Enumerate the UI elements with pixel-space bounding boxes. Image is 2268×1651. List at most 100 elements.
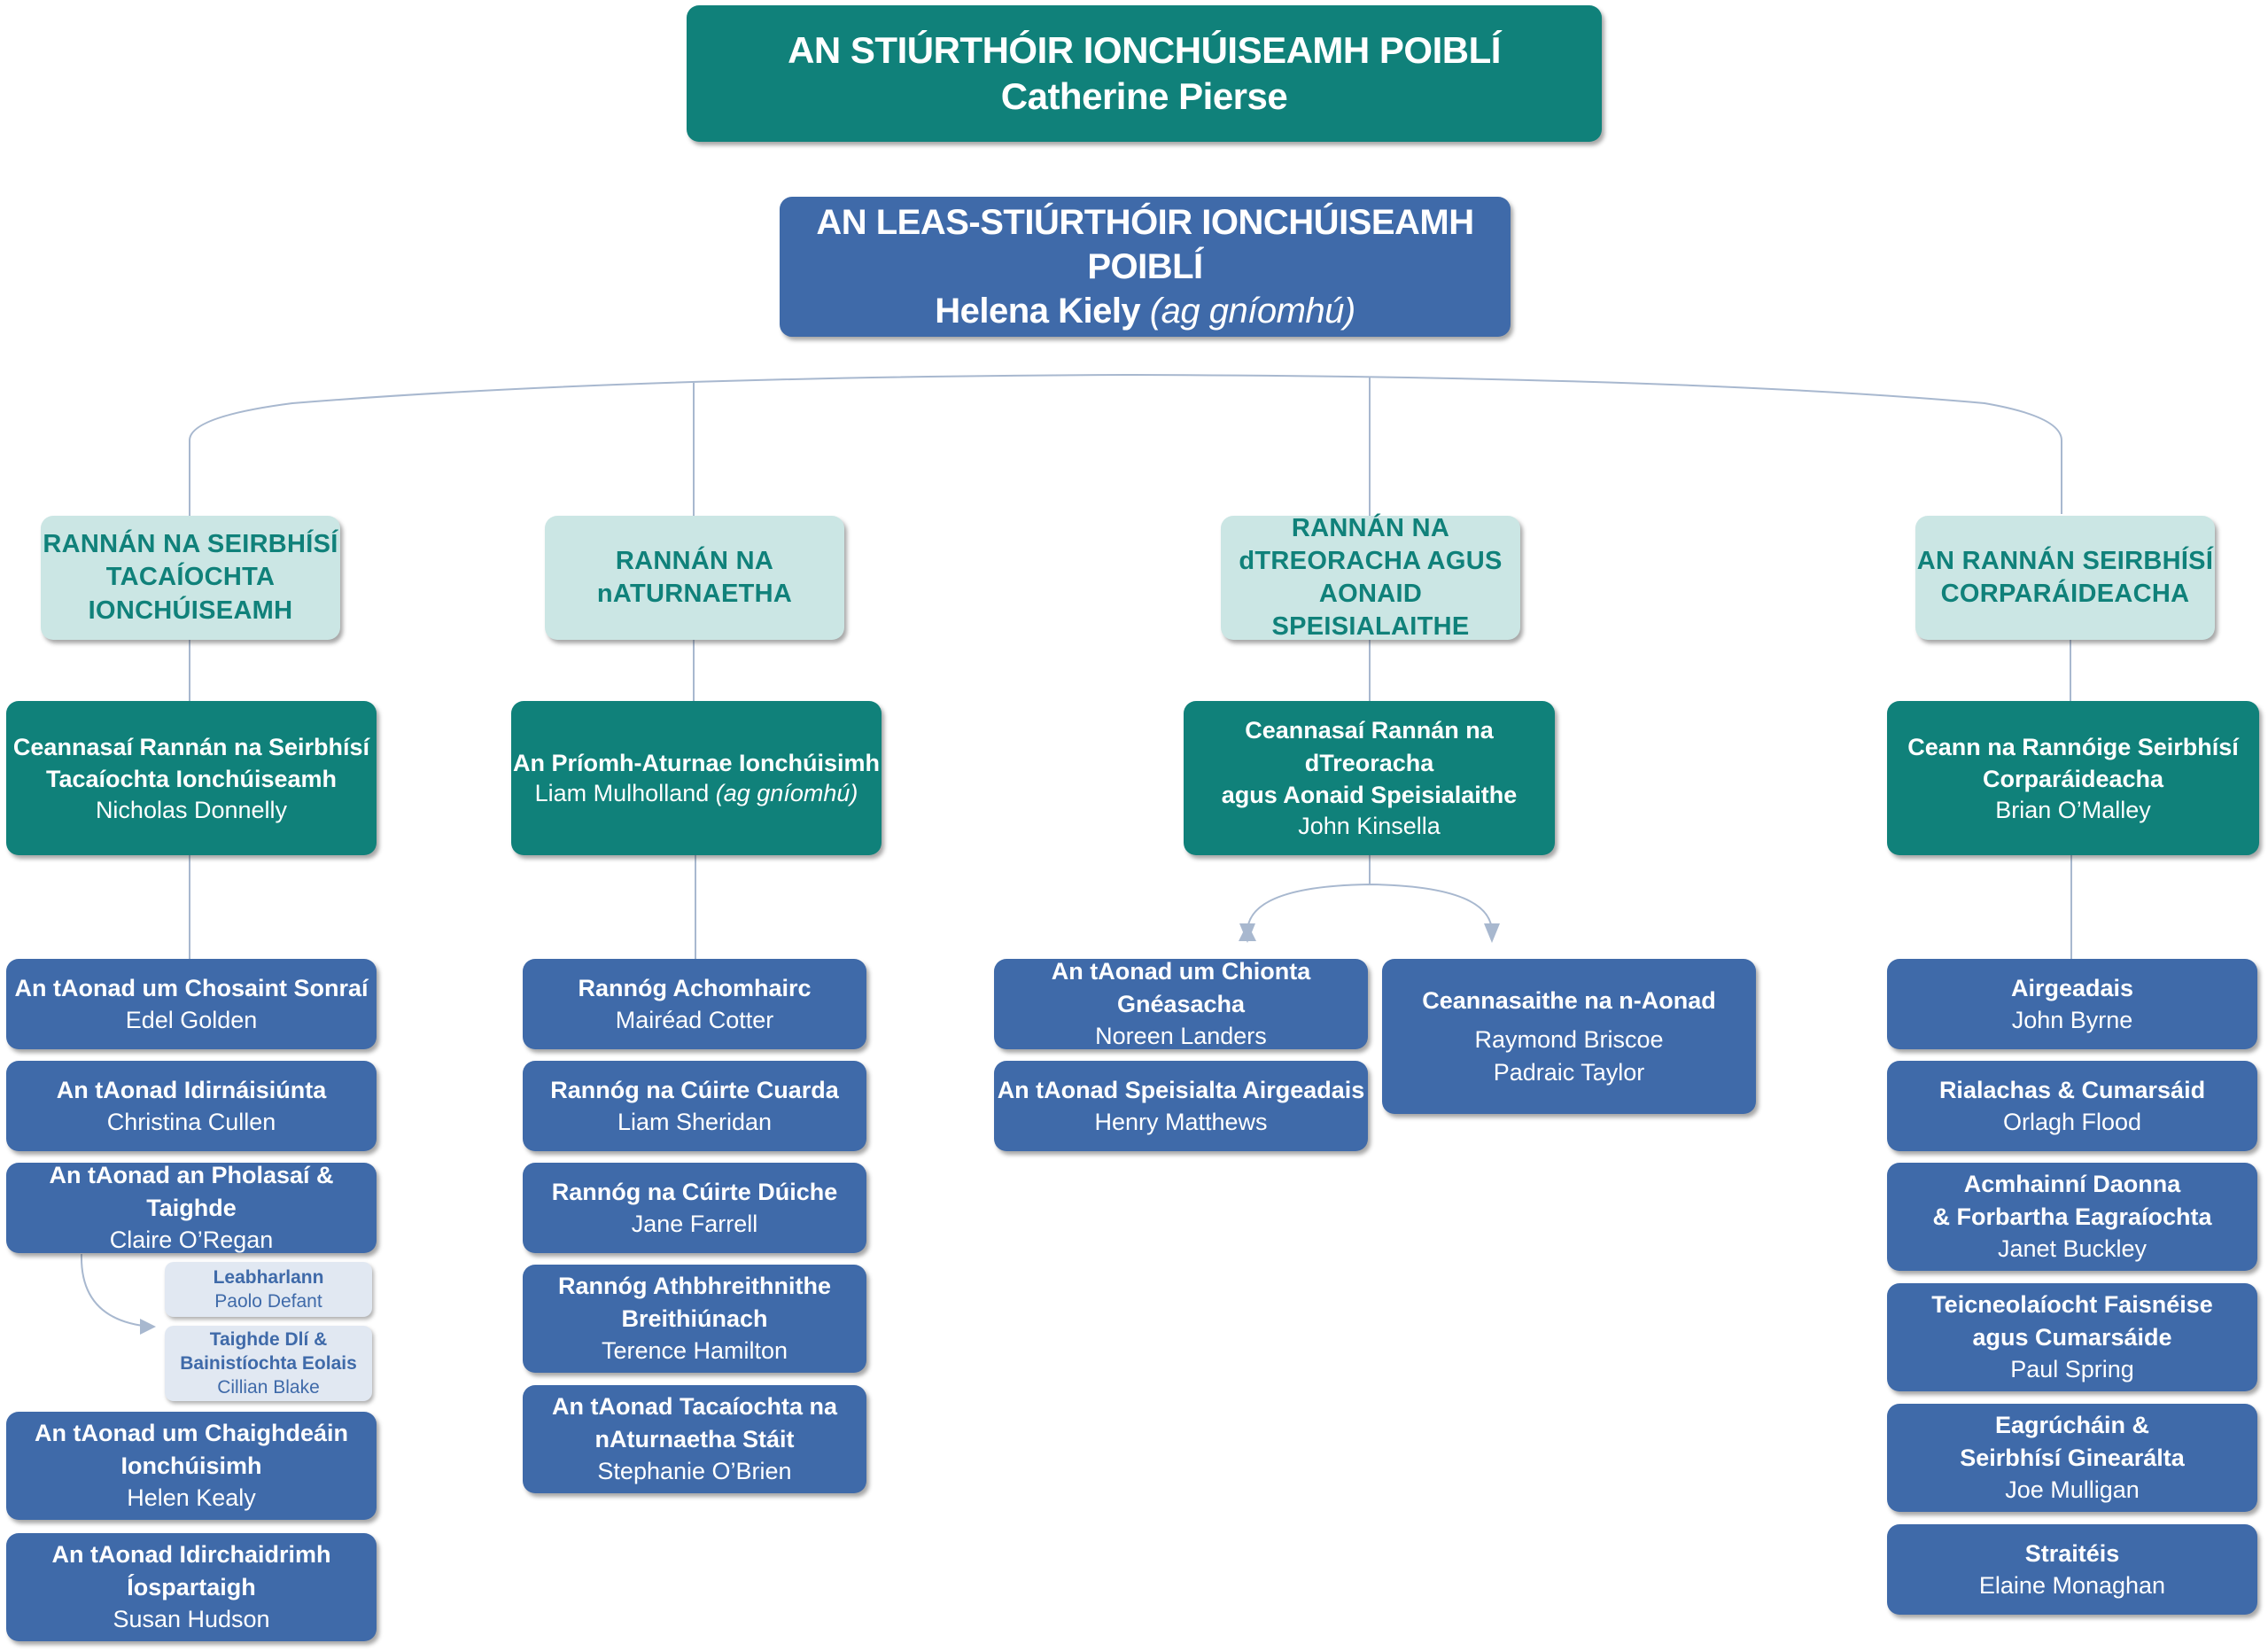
unit-box[interactable]: Rannóg na Cúirte Cuarda Liam Sheridan xyxy=(523,1061,866,1151)
head-name: John Kinsella xyxy=(1298,812,1441,839)
unit-box[interactable]: Airgeadais John Byrne xyxy=(1887,959,2257,1049)
unit-title: Straitéis xyxy=(2024,1539,2120,1567)
division-header-line: RANNÁN NA xyxy=(615,546,774,575)
division-header-line: IONCHÚISEAMH xyxy=(88,596,293,625)
subunit-box[interactable]: Taighde Dlí & Bainistíochta Eolais Cilli… xyxy=(165,1326,372,1401)
unit-title: Rannóg na Cúirte Dúiche xyxy=(551,1178,838,1205)
unit-name: Noreen Landers xyxy=(1095,1023,1267,1050)
head-title-line: Tacaíochta Ionchúiseamh xyxy=(45,766,338,793)
unit-name: Edel Golden xyxy=(125,1007,258,1033)
unit-name: Mairéad Cotter xyxy=(615,1007,774,1033)
unit-box[interactable]: Rialachas & Cumarsáid Orlagh Flood xyxy=(1887,1061,2257,1151)
unit-title: agus Cumarsáide xyxy=(1972,1323,2172,1351)
head-note: (ag gníomhú) xyxy=(715,780,858,807)
unit-box[interactable]: Acmhainní Daonna & Forbartha Eagraíochta… xyxy=(1887,1163,2257,1271)
director-name: Catherine Pierse xyxy=(1000,75,1288,117)
unit-title: An tAonad um Chionta Gnéasacha xyxy=(1051,958,1311,1017)
division-header-line: AONAID SPEISIALAITHE xyxy=(1271,580,1470,642)
head-name-line: Liam Mulholland (ag gníomhú) xyxy=(535,779,858,809)
subunit-title: Taighde Dlí & xyxy=(209,1328,328,1350)
unit-box[interactable]: Rannóg Achomhairc Mairéad Cotter xyxy=(523,959,866,1049)
division-header-line: AN RANNÁN SEIRBHÍSÍ xyxy=(1916,546,2214,575)
deputy-director-box[interactable]: AN LEAS-STIÚRTHÓIR IONCHÚISEAMH POIBLÍ H… xyxy=(780,197,1511,337)
unit-name: Liam Sheridan xyxy=(617,1109,773,1135)
head-name: Liam Mulholland xyxy=(534,780,710,807)
unit-name: Janet Buckley xyxy=(1997,1235,2148,1263)
unit-name: Jane Farrell xyxy=(631,1211,758,1237)
unit-title: Rialachas & Cumarsáid xyxy=(1938,1076,2206,1103)
arrow-left-icon xyxy=(1239,923,1255,943)
unit-box[interactable]: An tAonad an Pholasaí & Taighde Claire O… xyxy=(6,1162,377,1253)
division-header-directions[interactable]: RANNÁN NA dTREORACHA AGUS AONAID SPEISIA… xyxy=(1221,514,1520,642)
unit-title: An tAonad Tacaíochta na xyxy=(551,1393,838,1421)
head-name: Nicholas Donnelly xyxy=(95,796,288,823)
unit-name: Christina Cullen xyxy=(106,1109,276,1135)
connector-col3-split-arc xyxy=(1238,883,1493,942)
unit-title: Íospartaigh xyxy=(127,1573,256,1600)
unit-box[interactable]: An tAonad Tacaíochta na nAturnaetha Stái… xyxy=(523,1385,866,1493)
unit-title: An tAonad Idirnáisiúnta xyxy=(56,1076,327,1103)
unit-title: Rannóg Athbhreithnithe xyxy=(558,1273,831,1300)
unit-name: Henry Matthews xyxy=(1094,1109,1268,1135)
unit-title: Rannóg na Cúirte Cuarda xyxy=(550,1076,839,1103)
unit-title: Acmhainní Daonna xyxy=(1963,1171,2181,1198)
unit-box[interactable]: An tAonad um Chaighdeáin Ionchúisimh Hel… xyxy=(6,1412,377,1520)
unit-title: nAturnaetha Stáit xyxy=(594,1425,795,1452)
subunit-title: Bainistíochta Eolais xyxy=(180,1352,357,1374)
unit-box[interactable]: An tAonad um Chionta Gnéasacha Noreen La… xyxy=(994,958,1368,1050)
unit-title: An tAonad Speisialta Airgeadais xyxy=(997,1076,1365,1103)
subunit-box[interactable]: Leabharlann Paolo Defant xyxy=(165,1262,372,1317)
unit-box[interactable]: An tAonad Idirchaidrimh Íospartaigh Susa… xyxy=(6,1533,377,1641)
unit-box[interactable]: Teicneolaíocht Faisnéise agus Cumarsáide… xyxy=(1887,1283,2257,1391)
unit-name: Stephanie O’Brien xyxy=(597,1458,792,1485)
division-header-prosecution-support[interactable]: RANNÁN NA SEIRBHÍSÍ TACAÍOCHTA IONCHÚISE… xyxy=(41,516,340,640)
division-head-box[interactable]: Ceannasaí Rannán na dTreoracha agus Aona… xyxy=(1184,701,1555,855)
unit-box[interactable]: Rannóg na Cúirte Dúiche Jane Farrell xyxy=(523,1163,866,1253)
unit-name: Helen Kealy xyxy=(127,1484,256,1512)
unit-name: Paul Spring xyxy=(2010,1356,2134,1383)
deputy-name-line: Helena Kiely (ag gníomhú) xyxy=(935,289,1355,333)
unit-name: Orlagh Flood xyxy=(2002,1109,2142,1135)
unit-box[interactable]: An tAonad Idirnáisiúnta Christina Cullen xyxy=(6,1061,377,1151)
unit-head-name: Padraic Taylor xyxy=(1493,1058,1645,1086)
division-head-box[interactable]: Ceann na Rannóige Seirbhísí Corparáideac… xyxy=(1887,701,2259,855)
unit-heads-box[interactable]: Ceannasaithe na n-Aonad Raymond Briscoe … xyxy=(1382,959,1756,1114)
division-header-line: RANNÁN NA SEIRBHÍSÍ xyxy=(43,530,338,559)
division-head-box[interactable]: An Príomh-Aturnae Ionchúisimh Liam Mulho… xyxy=(511,701,882,855)
deputy-note: (ag gníomhú) xyxy=(1149,292,1355,331)
unit-title: & Forbartha Eagraíochta xyxy=(1932,1203,2212,1230)
division-header-corporate-services[interactable]: AN RANNÁN SEIRBHÍSÍ CORPARÁIDEACHA xyxy=(1915,516,2215,640)
division-header-line: TACAÍOCHTA xyxy=(105,563,276,592)
head-title-line: Corparáideacha xyxy=(1982,766,2164,793)
head-title-line: Ceannasaí Rannán na dTreoracha xyxy=(1245,717,1494,776)
unit-box[interactable]: An tAonad um Chosaint Sonraí Edel Golden xyxy=(6,959,377,1049)
unit-box[interactable]: Straitéis Elaine Monaghan xyxy=(1887,1524,2257,1615)
deputy-title: AN LEAS-STIÚRTHÓIR IONCHÚISEAMH POIBLÍ xyxy=(816,203,1474,286)
unit-box[interactable]: An tAonad Speisialta Airgeadais Henry Ma… xyxy=(994,1061,1368,1151)
unit-title: An tAonad Idirchaidrimh xyxy=(51,1541,331,1569)
unit-name: Elaine Monaghan xyxy=(1978,1572,2166,1599)
unit-title: Seirbhísí Ginearálta xyxy=(1960,1444,2185,1471)
unit-box[interactable]: Rannóg Athbhreithnithe Breithiúnach Tere… xyxy=(523,1265,866,1373)
unit-head-name: Raymond Briscoe xyxy=(1474,1026,1664,1054)
director-title: AN STIÚRTHÓIR IONCHÚISEAMH POIBLÍ xyxy=(788,28,1501,71)
unit-title: Ionchúisimh xyxy=(120,1452,262,1479)
division-head-box[interactable]: Ceannasaí Rannán na Seirbhísí Tacaíochta… xyxy=(6,701,377,855)
subunit-name: Cillian Blake xyxy=(217,1377,320,1398)
unit-name: Terence Hamilton xyxy=(601,1337,788,1365)
unit-title: An tAonad um Chosaint Sonraí xyxy=(14,974,369,1001)
division-header-solicitors[interactable]: RANNÁN NA nATURNAETHA xyxy=(545,516,844,640)
division-header-line: RANNÁN NA xyxy=(1291,513,1450,542)
unit-name: John Byrne xyxy=(2011,1007,2133,1033)
head-name: Brian O’Malley xyxy=(1995,796,2151,823)
unit-name: Susan Hudson xyxy=(113,1606,270,1633)
head-title-line: Ceannasaí Rannán na Seirbhísí xyxy=(12,733,370,760)
head-title-line: An Príomh-Aturnae Ionchúisimh xyxy=(512,749,881,776)
unit-title: Eagrúcháin & xyxy=(1994,1412,2150,1439)
unit-box[interactable]: Eagrúcháin & Seirbhísí Ginearálta Joe Mu… xyxy=(1887,1404,2257,1512)
connector-library-arc xyxy=(80,1253,151,1328)
subunit-name: Paolo Defant xyxy=(214,1291,322,1312)
unit-title: An tAonad an Pholasaí & Taighde xyxy=(49,1162,334,1221)
director-box[interactable]: AN STIÚRTHÓIR IONCHÚISEAMH POIBLÍ Cather… xyxy=(687,5,1602,142)
arrow-right-icon xyxy=(1484,923,1500,943)
